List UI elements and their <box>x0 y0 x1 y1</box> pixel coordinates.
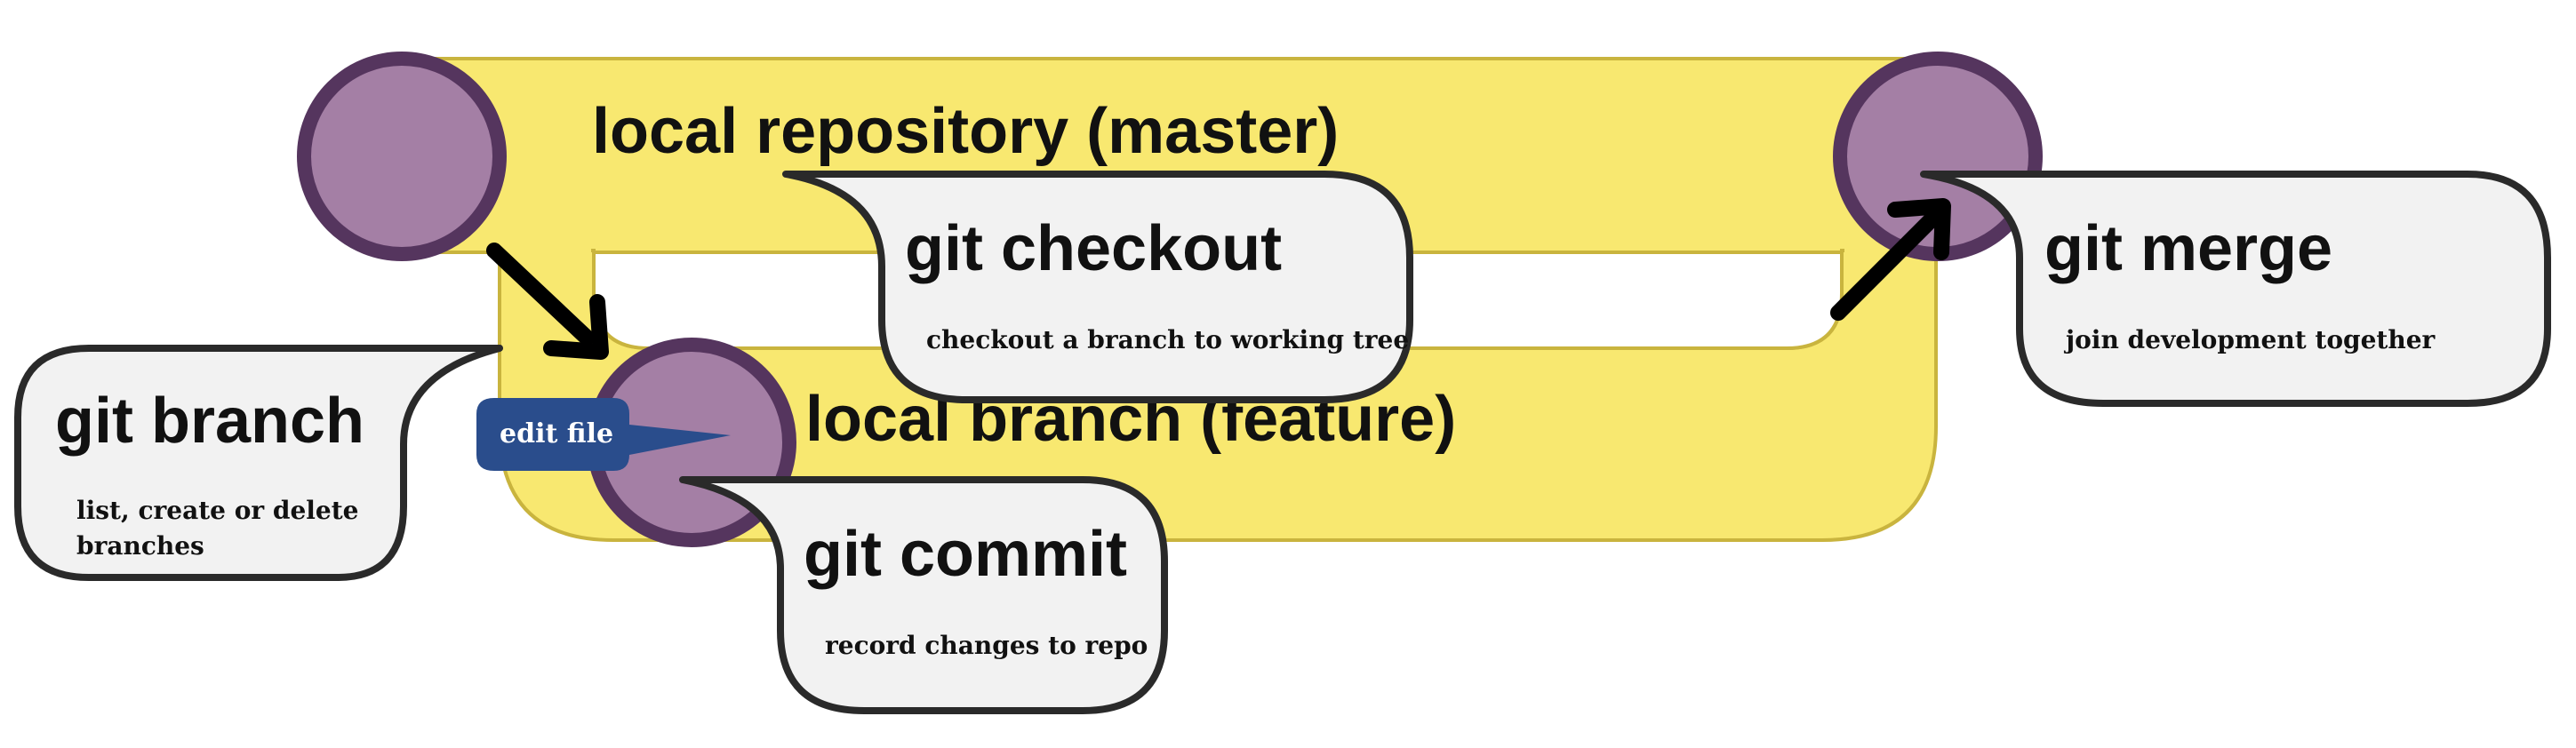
callout-git-checkout-title: git checkout <box>905 213 1282 284</box>
callout-git-commit-title: git commit <box>804 519 1127 590</box>
branch-arrow-head <box>543 294 609 360</box>
arrows <box>486 198 1951 360</box>
callout-git-checkout-bubble <box>782 171 1413 403</box>
edit-file-tag-label: edit file <box>500 418 613 450</box>
callout-git-branch-desc-line2: branches <box>76 531 204 561</box>
callout-git-branch-title: git branch <box>55 386 364 457</box>
master-start-node <box>297 52 507 261</box>
callout-git-commit-desc: record changes to repo <box>825 631 1148 660</box>
branch-arrow-line <box>486 243 595 346</box>
callout-git-commit: git commit record changes to repo <box>679 476 1168 714</box>
merge-arrow-head <box>1887 198 1951 260</box>
edit-file-tag-shape <box>476 398 731 471</box>
callout-git-merge: git merge join development together <box>1920 171 2551 407</box>
callout-git-branch-desc-line1: list, create or delete <box>76 496 359 525</box>
lane-seam <box>502 240 591 258</box>
callout-git-merge-title: git merge <box>2044 213 2332 284</box>
callout-git-branch-bubble <box>14 345 503 581</box>
edit-file-tag[interactable]: edit file <box>476 398 731 471</box>
merge-arrow-line <box>1830 205 1946 321</box>
callout-git-branch: git branch list, create or delete branch… <box>14 345 503 581</box>
callout-git-merge-desc: join development together <box>2063 325 2436 354</box>
callout-git-commit-bubble <box>679 476 1168 714</box>
callout-git-checkout-desc: checkout a branch to working tree <box>926 325 1409 354</box>
callout-git-checkout: git checkout checkout a branch to workin… <box>782 171 1413 403</box>
callout-git-merge-bubble <box>1920 171 2551 407</box>
master-lane-label: local repository (master) <box>592 96 1339 167</box>
